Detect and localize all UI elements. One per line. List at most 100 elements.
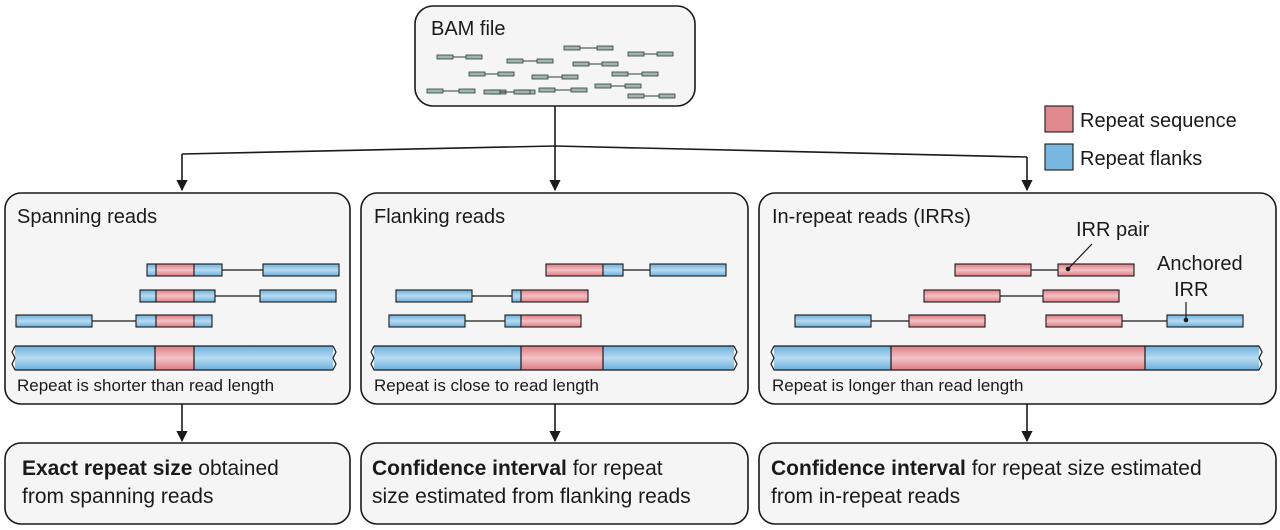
- flank-segment: [794, 314, 872, 328]
- result-flanking-rest: for repeat: [567, 457, 663, 480]
- bam-read-mate: [563, 45, 581, 51]
- reference-flank-right: [603, 346, 734, 370]
- spanning-reads-group: [11, 263, 340, 371]
- result-flanking-line1: Confidence interval for repeat: [372, 457, 663, 480]
- repeat-segment: [520, 289, 589, 303]
- reference-break-right: [733, 345, 738, 371]
- result-connectors: [176, 404, 1033, 443]
- bam-read-mate: [531, 74, 549, 80]
- bam-read-mate: [601, 61, 619, 67]
- flank-segment: [262, 263, 340, 277]
- result-irr: Confidence interval for repeat size esti…: [758, 442, 1277, 525]
- anchored-irr-pointer-dot: [1183, 317, 1189, 323]
- bam-read-mate: [572, 61, 590, 67]
- repeat-segment: [155, 314, 195, 328]
- panel-flanking-caption: Repeat is close to read length: [374, 376, 599, 395]
- bam-read-mate: [658, 93, 676, 99]
- reference-break-right: [332, 345, 337, 371]
- reference-break-right: [1258, 345, 1263, 371]
- reference-repeat: [891, 346, 1145, 370]
- repeat-segment: [155, 263, 195, 277]
- result-spanning-line1: Exact repeat size obtained: [22, 457, 279, 480]
- panel-spanning-title: Spanning reads: [17, 206, 157, 228]
- bam-read: [506, 58, 554, 64]
- legend-swatch-repeat: [1044, 105, 1074, 133]
- legend: Repeat sequence Repeat flanks: [1044, 105, 1237, 171]
- result-flanking-bold: Confidence interval: [372, 457, 567, 480]
- bam-read: [627, 93, 676, 99]
- flank-segment: [15, 314, 93, 328]
- bam-read-mate: [468, 71, 486, 77]
- bam-read: [468, 71, 515, 77]
- panel-in-repeat-reads: In-repeat reads (IRRs) IRR pair Anchored…: [758, 192, 1277, 405]
- irr-pair-label: IRR pair: [1076, 219, 1150, 241]
- bam-read-mate: [436, 54, 454, 60]
- bam-read: [594, 83, 642, 89]
- reference-flank-right: [1145, 346, 1259, 370]
- irr-pair-pointer-dot: [1065, 266, 1071, 272]
- bam-read: [483, 89, 531, 95]
- repeat-segment: [1057, 263, 1135, 277]
- bam-read-mate: [538, 87, 556, 93]
- flank-segment: [649, 263, 727, 277]
- bam-read: [611, 71, 659, 77]
- bam-read-mate: [426, 88, 444, 94]
- result-flanking: Confidence interval for repeat size esti…: [360, 442, 749, 525]
- bam-read-mate: [513, 89, 531, 95]
- repeat-segment: [545, 263, 604, 277]
- result-irr-bold: Confidence interval: [771, 457, 966, 480]
- reference-break-left: [11, 345, 16, 371]
- result-flanking-line2: size estimated from flanking reads: [372, 485, 691, 508]
- bam-read-mate: [483, 89, 501, 95]
- bam-read-mate: [465, 54, 483, 60]
- bam-read: [426, 88, 476, 94]
- bam-connectors: [176, 106, 1033, 192]
- panel-flanking-reads: Flanking reads Repeat is close to read l…: [360, 192, 749, 405]
- bam-read: [531, 74, 579, 80]
- bam-reads-cluster: [426, 45, 676, 99]
- bam-read-mate: [624, 83, 642, 89]
- result-spanning-rest: obtained: [192, 457, 278, 480]
- flank-segment: [504, 314, 522, 328]
- flank-segment: [193, 289, 216, 303]
- flank-segment: [135, 314, 157, 328]
- flanking-read-pair: [545, 263, 727, 277]
- reference-flank-right: [194, 346, 333, 370]
- repeat-segment: [908, 314, 986, 328]
- panel-irr-title: In-repeat reads (IRRs): [772, 206, 971, 228]
- irr-pair: [923, 289, 1120, 303]
- bam-read: [563, 45, 614, 51]
- legend-label-flank: Repeat flanks: [1080, 148, 1202, 170]
- bam-read: [538, 87, 588, 93]
- reference-flank-left: [774, 346, 891, 370]
- bam-read-mate: [458, 88, 476, 94]
- anchored-irr-label-line2: IRR: [1174, 279, 1208, 301]
- bam-read: [572, 61, 619, 67]
- bam-read-mate: [627, 51, 645, 57]
- anchored-irr-label-line1: Anchored: [1157, 253, 1243, 275]
- flanking-reference: [370, 345, 738, 371]
- flank-segment: [395, 289, 473, 303]
- irr-reference: [770, 345, 1263, 371]
- flank-segment: [388, 314, 466, 328]
- bam-read-mate: [594, 83, 612, 89]
- result-spanning-bold: Exact repeat size: [22, 457, 192, 480]
- bam-file-title: BAM file: [431, 18, 505, 40]
- bam-read-mate: [656, 51, 674, 57]
- bam-read-mate: [506, 58, 524, 64]
- flank-segment: [1166, 314, 1244, 328]
- bam-read-mate: [641, 71, 659, 77]
- spanning-read-pair: [139, 289, 337, 303]
- panel-spanning-reads: Spanning reads Repeat is shorter than re…: [4, 192, 351, 405]
- spanning-reference: [11, 345, 337, 371]
- bam-read: [436, 54, 483, 60]
- reference-repeat: [155, 346, 194, 370]
- repeat-segment: [155, 289, 195, 303]
- flank-segment: [259, 289, 337, 303]
- reference-break-left: [370, 345, 375, 371]
- bam-read-mate: [627, 93, 645, 99]
- flank-segment: [139, 289, 157, 303]
- panel-irr-caption: Repeat is longer than read length: [772, 376, 1023, 395]
- repeat-segment: [923, 289, 1001, 303]
